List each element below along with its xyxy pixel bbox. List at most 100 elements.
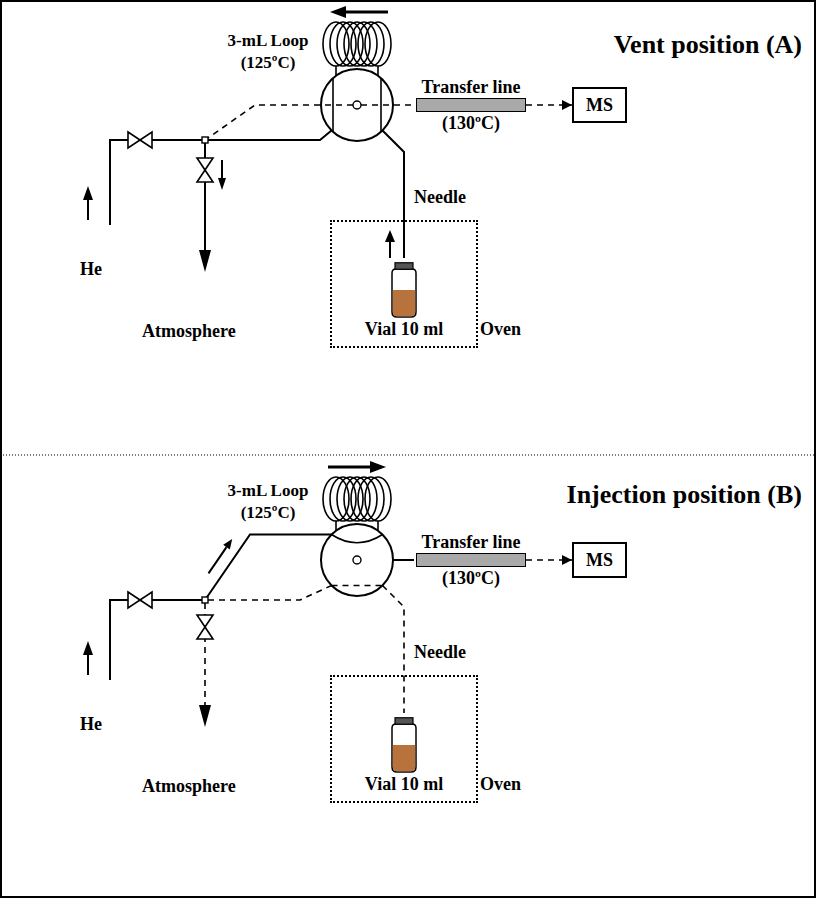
coil-turn <box>365 22 391 66</box>
panel-title: Vent position (A) <box>614 30 802 60</box>
oven-enclosure: OvenVial 10 ml <box>330 220 478 348</box>
flow-arrow <box>389 240 391 258</box>
coil-turn <box>330 22 356 66</box>
coil-turn <box>365 477 391 521</box>
loop-label: 3-mL Loop (125ºC) <box>218 480 318 524</box>
loop-coil <box>323 22 391 76</box>
vial-glass <box>392 724 416 772</box>
valve-body <box>321 524 393 596</box>
helium-pipe <box>110 535 332 681</box>
transfer-line-bar <box>416 553 526 567</box>
transfer-line: Transfer line (130ºC) <box>416 531 526 589</box>
loop-label: 3-mL Loop (125ºC) <box>218 30 318 74</box>
gas-path <box>208 586 332 601</box>
vent-label: Atmosphere <box>142 775 236 797</box>
valve-symbol <box>197 615 213 639</box>
flow-arrow <box>87 198 89 220</box>
tee-junction <box>202 597 208 603</box>
gas-path <box>361 104 414 106</box>
gas-label: He <box>80 258 102 280</box>
needle-line <box>383 586 405 714</box>
vent-panel <box>83 6 414 272</box>
detector-box: MS <box>572 87 627 123</box>
arrow-head <box>370 461 386 473</box>
coil-turn <box>351 477 377 521</box>
valve-channel <box>332 535 383 543</box>
vial-glass <box>392 269 416 317</box>
gas-path <box>393 559 414 561</box>
valve-channel <box>332 585 383 587</box>
valve-symbol <box>128 592 152 608</box>
flow-arrow <box>209 547 227 573</box>
sample-vial: Vial 10 ml <box>336 262 472 340</box>
oven-enclosure: OvenVial 10 ml <box>330 675 478 803</box>
vial-liquid <box>393 290 415 316</box>
vent-label: Atmosphere <box>142 320 236 342</box>
sample-vial: Vial 10 ml <box>336 717 472 795</box>
flow-arrow <box>221 160 223 180</box>
valve-symbol <box>197 158 213 182</box>
coil-turn <box>337 22 363 66</box>
panel-divider <box>0 455 816 456</box>
loop-coil <box>323 477 391 531</box>
coil-turn <box>344 22 370 66</box>
needle-line <box>383 131 405 259</box>
valve-hub <box>353 101 361 109</box>
arrow-head <box>223 539 232 550</box>
coil-turn <box>344 477 370 521</box>
valve-channel <box>380 78 382 132</box>
gas-label: He <box>80 713 102 735</box>
node-text: Oven <box>480 773 521 795</box>
coil-turn <box>323 477 349 521</box>
coil-turn <box>323 22 349 66</box>
arrow-head <box>330 6 346 18</box>
valve-symbol <box>128 132 152 148</box>
vial-cap <box>395 718 413 725</box>
flow-connector <box>526 559 572 561</box>
coil-turn <box>337 477 363 521</box>
node-text: Transfer line <box>416 531 526 553</box>
arrow-head <box>83 186 93 200</box>
vial-liquid <box>393 745 415 771</box>
flow-arrow <box>87 653 89 675</box>
node-text: MS <box>586 549 613 571</box>
coil-turn <box>351 22 377 66</box>
panel-title: Injection position (B) <box>567 480 802 510</box>
node-text: Oven <box>480 318 521 340</box>
flow-arrow <box>328 466 372 469</box>
transfer-line-bar <box>416 98 526 112</box>
node-text: MS <box>586 94 613 116</box>
node-text: Vial 10 ml <box>336 773 472 795</box>
flow-connector <box>526 104 572 106</box>
vial-cap <box>395 263 413 270</box>
arrow-head <box>83 641 93 655</box>
gas-path <box>208 105 353 138</box>
coil-turn <box>358 477 384 521</box>
valve-body <box>321 69 393 141</box>
detector-box: MS <box>572 542 627 578</box>
arrow-head <box>385 230 395 242</box>
node-text: (130ºC) <box>416 112 526 134</box>
arrow-head <box>199 705 211 727</box>
flow-arrow <box>344 11 388 14</box>
part-label: Needle <box>414 641 466 663</box>
injection-panel <box>83 461 414 727</box>
arrow-head <box>218 178 226 190</box>
valve-channel <box>332 78 334 132</box>
helium-pipe <box>110 131 332 226</box>
coil-turn <box>330 477 356 521</box>
coil-turn <box>358 22 384 66</box>
vial-icon <box>389 262 419 318</box>
part-label: Needle <box>414 186 466 208</box>
node-text: Transfer line <box>416 76 526 98</box>
valve-hub <box>353 556 361 564</box>
tee-junction <box>202 137 208 143</box>
transfer-line: Transfer line (130ºC) <box>416 76 526 134</box>
node-text: (130ºC) <box>416 567 526 589</box>
vial-icon <box>389 717 419 773</box>
arrow-head <box>199 250 211 272</box>
node-text: Vial 10 ml <box>336 318 472 340</box>
